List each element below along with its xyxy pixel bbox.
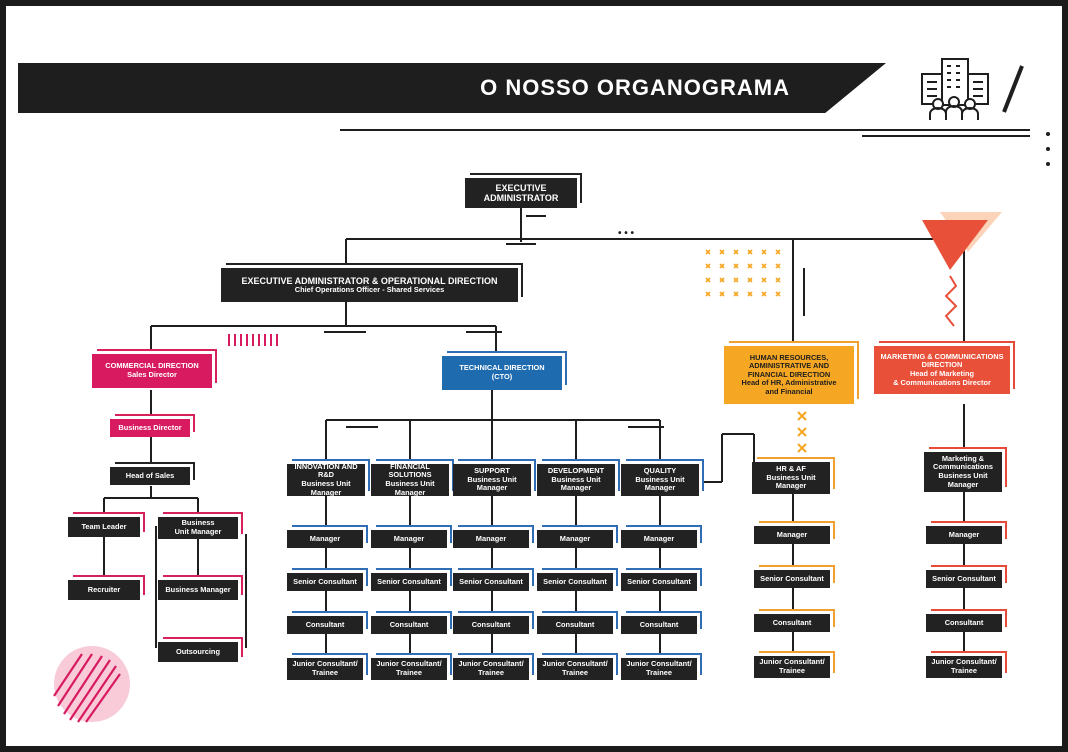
recruiter-box: Recruiter xyxy=(68,580,140,600)
bar-stripes-icon xyxy=(228,334,278,346)
level-consultant-box: Consultant xyxy=(453,616,529,634)
technical-direction-box: TECHNICAL DIRECTION(CTO) xyxy=(442,356,562,390)
level-senior-box: Senior Consultant xyxy=(754,570,830,588)
ellipsis: • • • xyxy=(618,228,635,239)
level-consultant-box: Consultant xyxy=(926,614,1002,632)
level-manager-box: Manager xyxy=(754,526,830,544)
level-senior-box: Senior Consultant xyxy=(287,573,363,591)
level-manager-box: Manager xyxy=(537,530,613,548)
level-consultant-box: Consultant xyxy=(537,616,613,634)
level-manager-box: Manager xyxy=(621,530,697,548)
level-manager-box: Manager xyxy=(287,530,363,548)
title-banner: O NOSSO ORGANOGRAMA xyxy=(18,63,886,113)
zigzag-icon xyxy=(944,275,958,327)
stripe-circle-icon xyxy=(53,646,130,723)
operational-direction-box: EXECUTIVE ADMINISTRATOR & OPERATIONAL DI… xyxy=(221,268,518,302)
team-leader-box: Team Leader xyxy=(68,517,140,537)
level-junior-box: Junior Consultant/Trainee xyxy=(621,658,697,680)
level-consultant-box: Consultant xyxy=(621,616,697,634)
level-junior-box: Junior Consultant/Trainee xyxy=(537,658,613,680)
dots-icon xyxy=(1046,132,1050,166)
level-manager-box: Manager xyxy=(453,530,529,548)
x-marks-icon xyxy=(797,411,807,453)
slash-icon xyxy=(1002,65,1024,113)
page-title: O NOSSO ORGANOGRAMA xyxy=(480,75,790,100)
building-people-icon xyxy=(921,58,989,120)
level-manager-box: Manager xyxy=(926,526,1002,544)
level-senior-box: Senior Consultant xyxy=(537,573,613,591)
dot-grid-icon xyxy=(705,249,781,297)
level-junior-box: Junior Consultant/Trainee xyxy=(453,658,529,680)
level-junior-box: Junior Consultant/Trainee xyxy=(371,658,447,680)
level-junior-box: Junior Consultant/Trainee xyxy=(287,658,363,680)
level-senior-box: Senior Consultant xyxy=(926,570,1002,588)
level-junior-box: Junior Consultant/Trainee xyxy=(926,656,1002,678)
level-manager-box: Manager xyxy=(371,530,447,548)
business-manager-box: Business Manager xyxy=(158,580,238,600)
orange-triangle-icon xyxy=(922,212,1002,270)
level-consultant-box: Consultant xyxy=(371,616,447,634)
level-senior-box: Senior Consultant xyxy=(453,573,529,591)
business-director-box: Business Director xyxy=(110,419,190,437)
outsourcing-box: Outsourcing xyxy=(158,642,238,662)
head-of-sales-box: Head of Sales xyxy=(110,467,190,485)
connector-lines xyxy=(53,129,1050,723)
level-senior-box: Senior Consultant xyxy=(621,573,697,591)
level-consultant-box: Consultant xyxy=(754,614,830,632)
level-senior-box: Senior Consultant xyxy=(371,573,447,591)
level-consultant-box: Consultant xyxy=(287,616,363,634)
level-junior-box: Junior Consultant/Trainee xyxy=(754,656,830,678)
